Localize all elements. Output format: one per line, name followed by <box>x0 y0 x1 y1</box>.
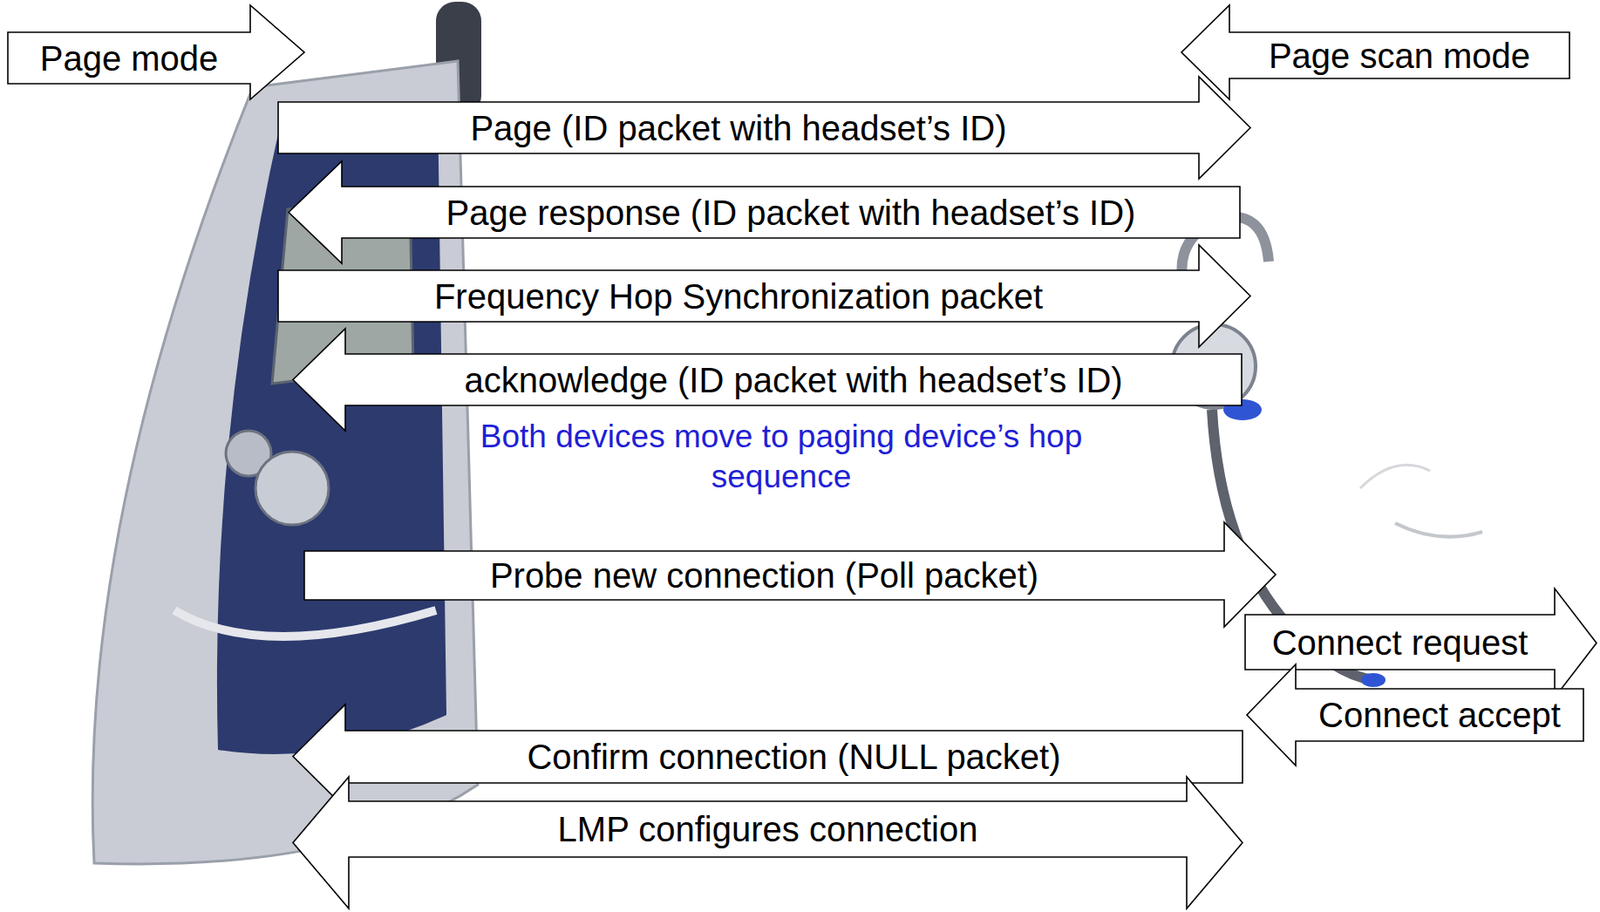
arrow-body: Confirm connection (NULL packet) <box>345 730 1243 783</box>
arrow-label: Page mode <box>40 39 219 78</box>
phone-highlight <box>174 610 436 637</box>
arrow-shape <box>292 776 1243 909</box>
arrow-shape <box>304 522 1276 627</box>
arrow-label: Page (ID packet with headset’s ID) <box>469 108 1007 148</box>
arrow-shape <box>1181 5 1570 100</box>
block-arrow: Page scan mode <box>1181 5 1570 100</box>
arrow-label: Connect request <box>1272 623 1529 662</box>
arrow-label: Frequency Hop Synchronization packet <box>434 277 1043 316</box>
arrow-body: Page (ID packet with headset’s ID) <box>278 102 1199 154</box>
block-arrow: Page (ID packet with headset’s ID) <box>278 76 1251 179</box>
note-text: Both devices move to paging device’s hop… <box>423 416 1139 498</box>
arrow-body: Connect accept <box>1295 688 1584 742</box>
arrow-body: Page response (ID packet with headset’s … <box>341 186 1240 239</box>
phone-button <box>255 451 329 525</box>
arrow-shape <box>292 704 1243 809</box>
block-arrow: Page response (ID packet with headset’s … <box>288 161 1240 264</box>
arrow-label: Page response (ID packet with headset’s … <box>446 193 1137 232</box>
arrow-shape <box>278 245 1251 348</box>
block-arrow: Probe new connection (Poll packet) <box>304 522 1276 627</box>
block-arrow: Page mode <box>7 5 305 100</box>
arrow-label: Page scan mode <box>1268 36 1531 75</box>
arrow-shape <box>278 76 1251 179</box>
arrow-shape <box>1246 664 1584 766</box>
arrow-shape <box>288 161 1240 264</box>
arrow-label: LMP configures connection <box>558 810 979 849</box>
arrow-body: acknowledge (ID packet with headset’s ID… <box>345 354 1242 406</box>
arrow-body: Connect request <box>1245 614 1555 670</box>
arrow-label: Connect accept <box>1318 695 1561 735</box>
block-arrow: Frequency Hop Synchronization packet <box>278 245 1251 348</box>
block-arrow: Connect accept <box>1246 664 1584 766</box>
arrow-body: Page scan mode <box>1229 32 1570 79</box>
block-arrow: Connect request <box>1245 588 1597 698</box>
face-outline <box>1360 464 1430 489</box>
block-arrow: acknowledge (ID packet with headset’s ID… <box>292 328 1242 431</box>
arrow-body: Page mode <box>7 32 251 84</box>
arrow-shape <box>292 328 1242 431</box>
arrow-body: LMP configures connection <box>348 801 1187 858</box>
block-arrow: Confirm connection (NULL packet) <box>292 704 1243 809</box>
headset-mic <box>1361 673 1386 688</box>
arrow-body: Probe new connection (Poll packet) <box>304 551 1225 600</box>
arrow-shape <box>7 5 305 100</box>
arrow-label: Probe new connection (Poll packet) <box>490 556 1039 595</box>
arrow-label: acknowledge (ID packet with headset’s ID… <box>463 360 1123 400</box>
face-lips <box>1395 523 1483 538</box>
arrow-label: Confirm connection (NULL packet) <box>526 737 1061 777</box>
block-arrow: LMP configures connection <box>292 776 1243 909</box>
arrow-body: Frequency Hop Synchronization packet <box>278 270 1199 322</box>
arrow-shape <box>1245 588 1597 698</box>
